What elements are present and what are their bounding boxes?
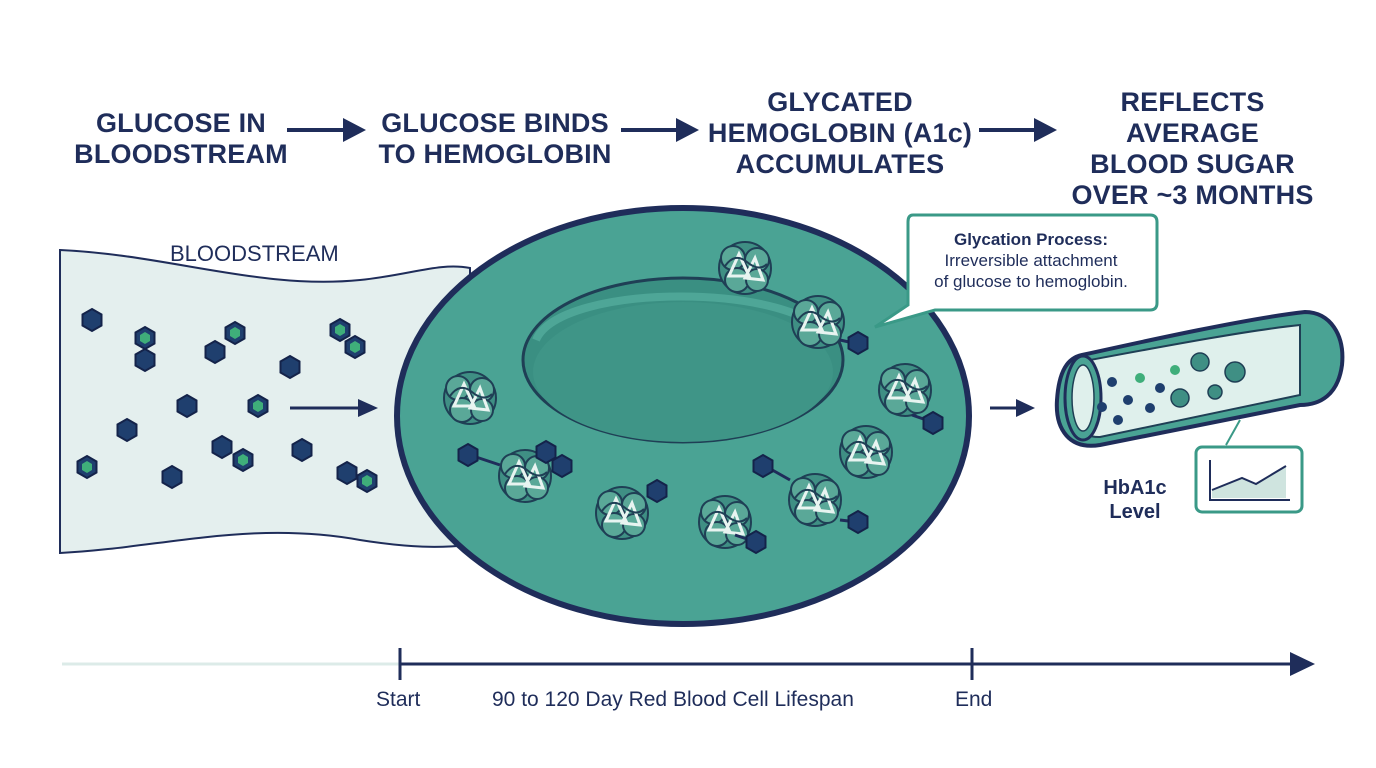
timeline-end-label: End [955,688,993,711]
arrow-right-icon [979,118,1057,142]
callout-text: Glycation Process: Irreversible attachme… [905,215,1157,310]
step-line: GLUCOSE IN [95,108,266,138]
step-line: BLOODSTREAM [74,139,288,169]
callout-line: of glucose to hemoglobin. [934,272,1128,291]
arrow-right-icon [287,118,366,142]
bloodstream-label: BLOODSTREAM [170,241,339,266]
step-glucose-binds: GLUCOSE BINDS TO HEMOGLOBIN [375,108,615,170]
timeline [62,648,1315,680]
step-line: GLYCATED [767,87,913,117]
step-line: OVER ~3 MONTHS [1071,180,1314,210]
step-reflects-average: REFLECTS AVERAGE BLOOD SUGAR OVER ~3 MON… [1055,87,1330,211]
step-line: REFLECTS AVERAGE [1120,87,1265,148]
line-chart-icon [1194,419,1304,514]
arrow-right-icon [290,399,378,417]
arrow-right-icon [990,399,1035,417]
callout-title: Glycation Process: [953,230,1108,249]
step-line: HEMOGLOBIN (A1c) [707,118,973,148]
hba1c-line: HbA1c [1103,477,1167,499]
step-line: TO HEMOGLOBIN [378,139,612,169]
timeline-middle-label: 90 to 120 Day Red Blood Cell Lifespan [492,688,854,711]
arrow-right-icon [621,118,699,142]
hba1c-line: Level [1109,501,1161,523]
step-glycated-hemoglobin: GLYCATED HEMOGLOBIN (A1c) ACCUMULATES [705,87,975,180]
step-glucose-in-bloodstream: GLUCOSE IN BLOODSTREAM [70,108,292,170]
blood-vessel-icon [1054,309,1345,448]
hba1c-label: HbA1c Level [1100,476,1170,524]
step-line: BLOOD SUGAR [1090,149,1295,179]
callout-bubble [874,213,1159,329]
timeline-start-label: Start [376,688,421,711]
step-line: GLUCOSE BINDS [381,108,609,138]
step-line: ACCUMULATES [735,149,945,179]
callout-line: Irreversible attachment [944,251,1118,270]
